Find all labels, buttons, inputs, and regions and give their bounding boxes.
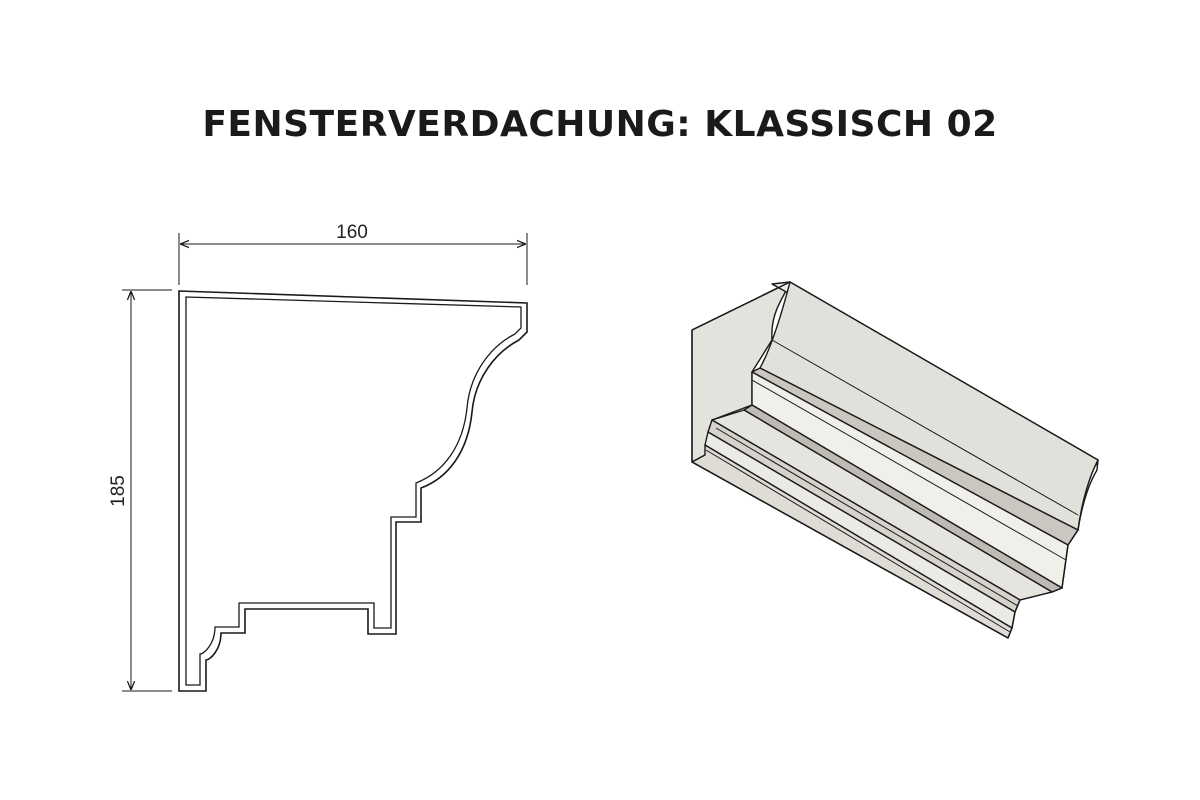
profile-outline-inner bbox=[185, 296, 522, 686]
cross-section-profile bbox=[178, 290, 528, 692]
profile-edge-line-1 bbox=[771, 339, 1079, 516]
height-label: 185 bbox=[108, 475, 129, 507]
profile-edge-line-2 bbox=[751, 379, 1067, 561]
width-dimension: 160 bbox=[178, 222, 528, 285]
profile-edge-line-4 bbox=[705, 449, 1011, 633]
profile-outline-outer bbox=[178, 290, 528, 692]
height-dimension: 185 bbox=[108, 289, 172, 692]
profile-edge-line-3 bbox=[715, 427, 1019, 607]
width-label: 160 bbox=[336, 222, 368, 243]
profile-end-outline bbox=[691, 281, 1099, 639]
page-title: FENSTERVERDACHUNG: KLASSISCH 02 bbox=[202, 104, 998, 145]
profile-3d-render bbox=[691, 281, 1099, 639]
